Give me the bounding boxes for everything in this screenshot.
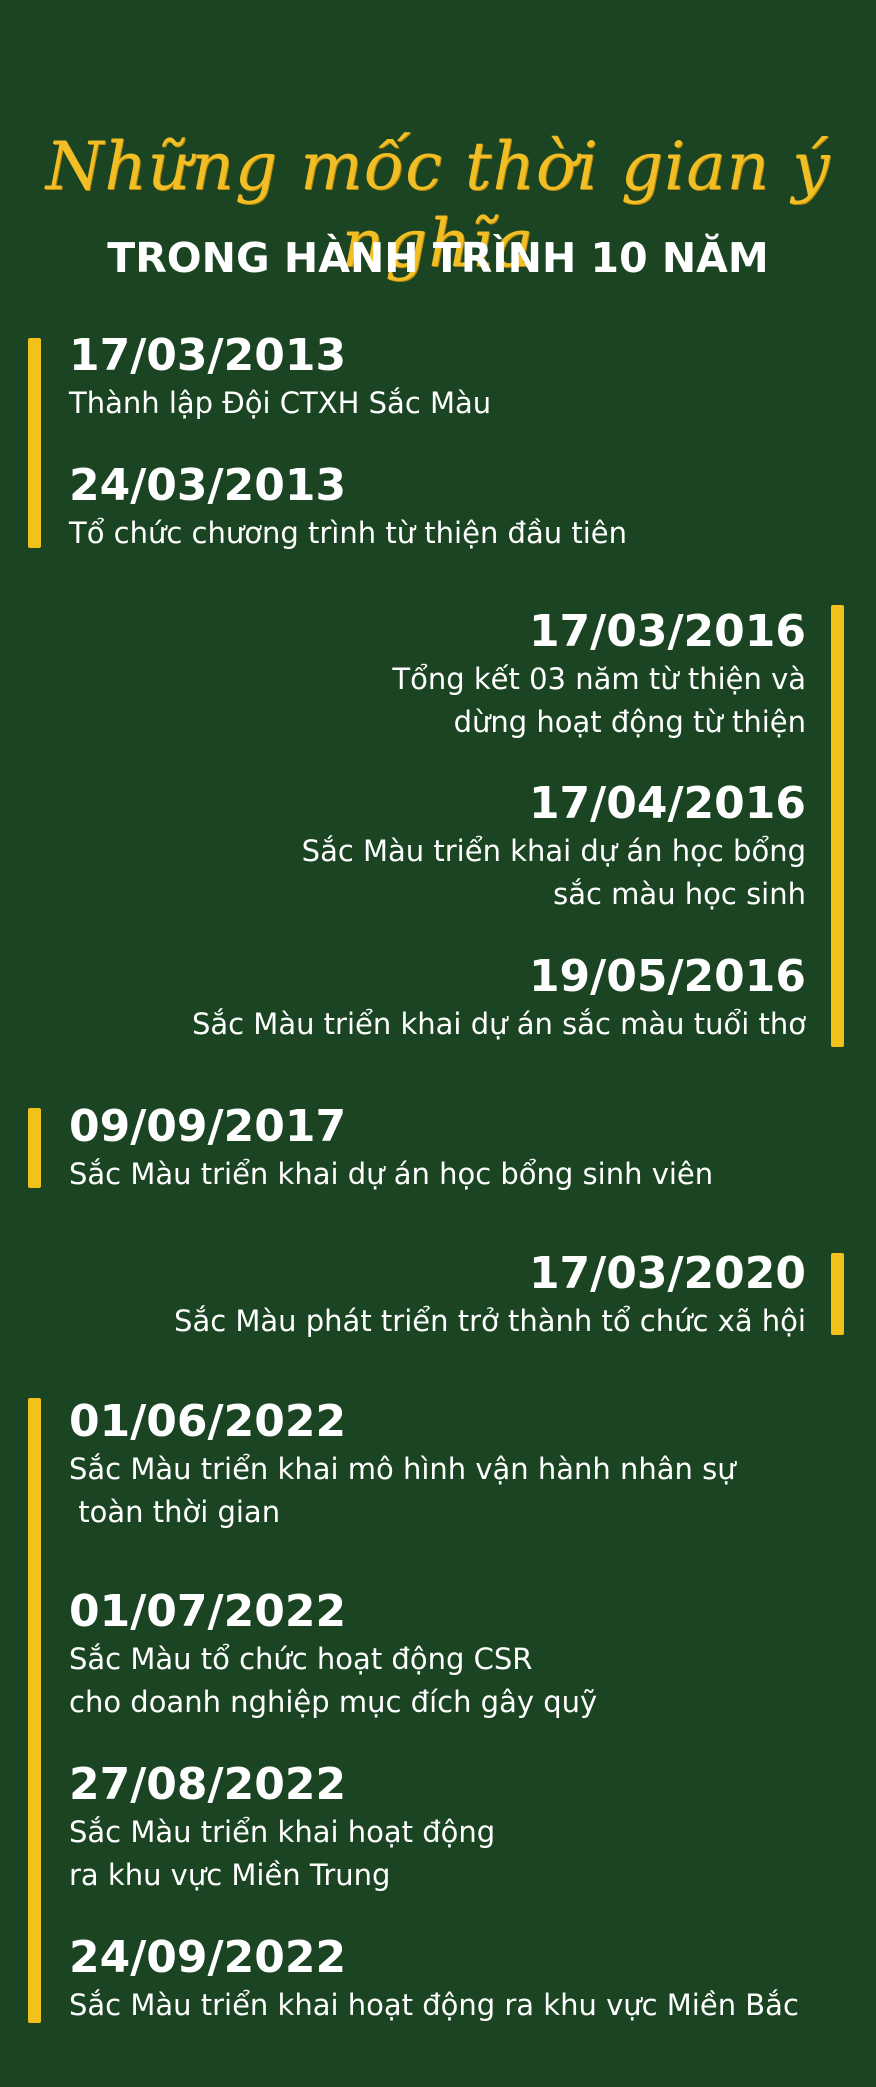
milestone-date: 19/05/2016 [528,951,806,1002]
milestone-2013-03-24: 24/03/2013 Tổ chức chương trình từ thiện… [69,460,627,555]
timeline-bar-2022 [28,1398,41,2023]
milestone-date: 17/04/2016 [528,778,806,829]
milestone-2022-07-01: 01/07/2022 Sắc Màu tổ chức hoạt động CSR… [69,1586,597,1724]
milestone-date: 09/09/2017 [69,1101,347,1152]
milestone-date: 17/03/2016 [528,606,806,657]
milestone-desc: Sắc Màu triển khai dự án sắc màu tuổi th… [191,1007,806,1041]
milestone-date: 17/03/2020 [528,1248,806,1299]
milestone-date: 01/07/2022 [69,1586,347,1637]
milestone-desc: Sắc Màu tổ chức hoạt động CSR [69,1642,533,1676]
milestone-desc: ra khu vực Miền Trung [69,1858,391,1892]
milestone-2013-03-17: 17/03/2013 Thành lập Đội CTXH Sắc Màu [69,330,491,425]
milestone-2022-06-01: 01/06/2022 Sắc Màu triển khai mô hình vậ… [69,1396,736,1534]
milestone-desc: Sắc Màu triển khai dự án học bổng sinh v… [69,1157,714,1191]
milestone-date: 24/09/2022 [69,1932,347,1983]
milestone-date: 27/08/2022 [69,1759,347,1810]
milestone-desc: dừng hoạt động từ thiện [453,705,806,739]
milestone-desc: Tổng kết 03 năm từ thiện và [392,662,806,696]
timeline-bar-2020 [831,1253,844,1335]
milestone-2016-04-17: 17/04/2016 Sắc Màu triển khai dự án học … [302,778,806,916]
main-title: TRONG HÀNH TRÌNH 10 NĂM [107,234,769,282]
milestone-2022-09-24: 24/09/2022 Sắc Màu triển khai hoạt động … [69,1932,799,2027]
milestone-desc: Sắc Màu triển khai hoạt động ra khu vực … [69,1988,799,2022]
milestone-date: 01/06/2022 [69,1396,347,1447]
milestone-2016-05-19: 19/05/2016 Sắc Màu triển khai dự án sắc … [192,951,806,1046]
milestone-desc: Sắc Màu phát triển trở thành tổ chức xã … [174,1304,806,1338]
milestone-desc: Thành lập Đội CTXH Sắc Màu [69,386,492,420]
milestone-date: 24/03/2013 [69,460,347,511]
script-title: Những mốc thời gian ý nghĩa [45,128,831,282]
milestone-2022-08-27: 27/08/2022 Sắc Màu triển khai hoạt động … [69,1759,495,1897]
milestone-desc: Sắc Màu triển khai mô hình vận hành nhân… [69,1452,736,1486]
milestone-desc: Sắc Màu triển khai dự án học bổng [301,834,806,868]
milestone-desc: Tổ chức chương trình từ thiện đầu tiên [69,516,627,550]
milestone-2016-03-17: 17/03/2016 Tổng kết 03 năm từ thiện và d… [392,606,806,744]
timeline-bar-2013 [28,338,41,548]
milestone-2017-09-09: 09/09/2017 Sắc Màu triển khai dự án học … [69,1101,713,1196]
milestone-desc: toàn thời gian [69,1495,281,1529]
milestone-desc: sắc màu học sinh [553,877,806,911]
milestone-2020-03-17: 17/03/2020 Sắc Màu phát triển trở thành … [174,1248,806,1343]
timeline-bar-2017 [28,1108,41,1188]
milestone-desc: Sắc Màu triển khai hoạt động [69,1815,496,1849]
milestone-desc: cho doanh nghiệp mục đích gây quỹ [69,1685,598,1719]
milestone-date: 17/03/2013 [69,330,347,381]
timeline-bar-2016 [831,605,844,1047]
